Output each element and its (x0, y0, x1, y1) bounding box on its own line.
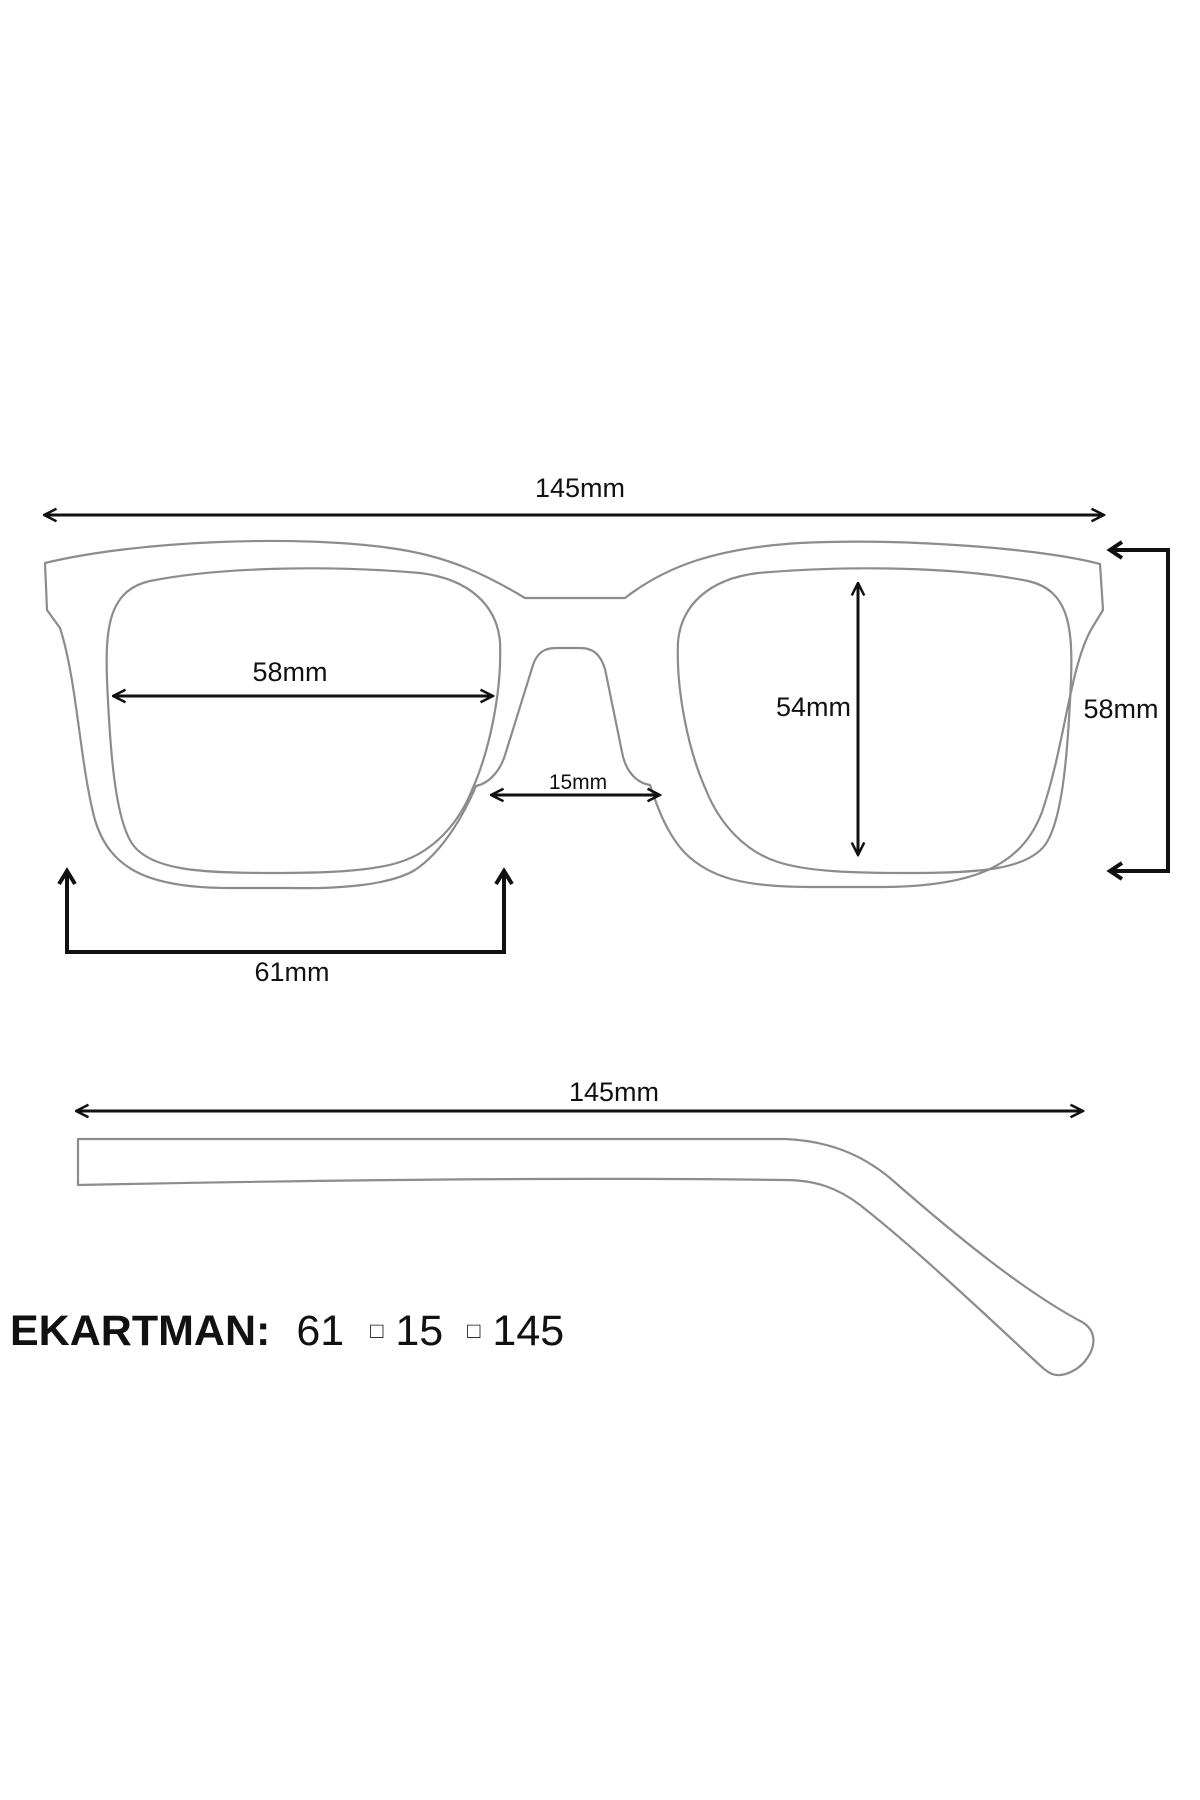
eye-size-arrowhead-right (494, 867, 514, 886)
size-code-bridge: 15 (395, 1307, 443, 1355)
lens-width-label: 58mm (252, 657, 327, 687)
eye-size-arrowhead-left (57, 867, 77, 886)
eye-size-bracket (65, 873, 506, 954)
lens-height-label: 54mm (776, 692, 851, 722)
size-code-separator-2: □ (467, 1318, 480, 1343)
frame-height-bracket (1112, 548, 1170, 873)
total-width-label: 145mm (535, 473, 625, 503)
frame-height-label: 58mm (1083, 694, 1158, 724)
temple-arm-outline (76, 1137, 1095, 1377)
size-code-eye: 61 (296, 1307, 344, 1355)
size-code: EKARTMAN: 61 □ 15 □ 145 (10, 1300, 564, 1355)
frame-height-arrowhead-bottom (1106, 861, 1124, 881)
lens-right-outline (676, 567, 1073, 875)
lens-left-outline (105, 567, 502, 875)
bridge-width-label: 15mm (549, 771, 607, 794)
temple-length-label: 145mm (569, 1077, 659, 1107)
size-code-brand: EKARTMAN: (10, 1307, 270, 1355)
eye-size-label: 61mm (254, 957, 329, 987)
size-code-separator-1: □ (370, 1318, 383, 1343)
frame-front-outline (43, 539, 1105, 890)
size-code-temple: 145 (492, 1307, 564, 1355)
frame-height-arrowhead-top (1106, 540, 1124, 560)
